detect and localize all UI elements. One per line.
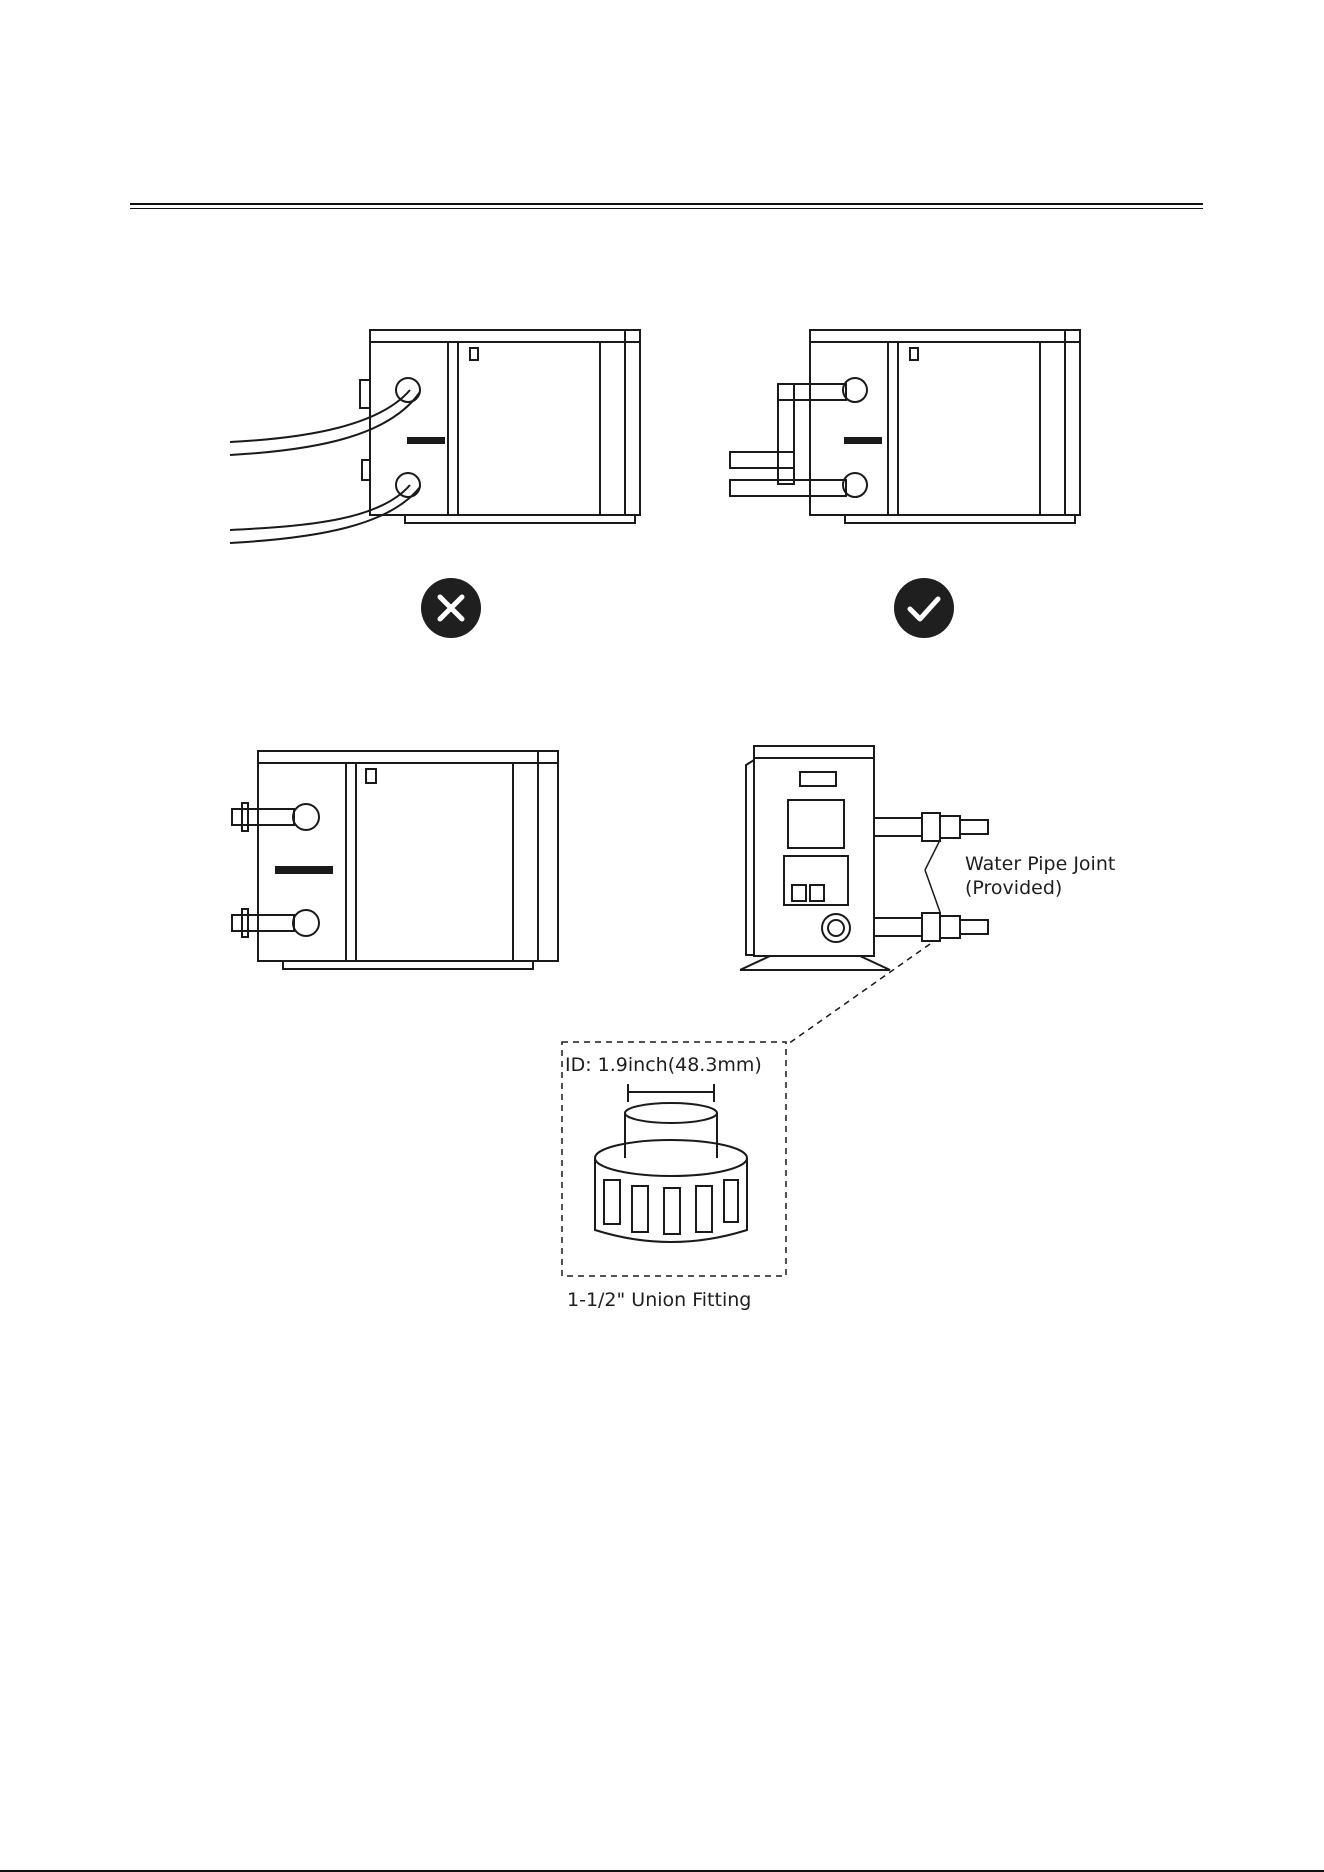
- water-pipe-joint-title: Water Pipe Joint: [965, 852, 1115, 876]
- correct-install-diagram: [720, 320, 1090, 540]
- check-mark-icon: [893, 577, 955, 639]
- detail-leader-line: [780, 940, 940, 1050]
- wrong-install-diagram: [230, 320, 650, 560]
- union-fitting-label: 1-1/2" Union Fitting: [567, 1289, 751, 1311]
- water-pipe-joint-label: Water Pipe Joint (Provided): [965, 852, 1115, 900]
- union-fitting-detail: [560, 1040, 790, 1280]
- x-mark-icon: [420, 577, 482, 639]
- header-rule-thin: [130, 208, 1203, 209]
- inner-diameter-label: ID: 1.9inch(48.3mm): [565, 1054, 762, 1076]
- header-rule: [130, 203, 1203, 205]
- front-view-diagram: [228, 745, 568, 975]
- water-pipe-joint-note: (Provided): [965, 876, 1115, 900]
